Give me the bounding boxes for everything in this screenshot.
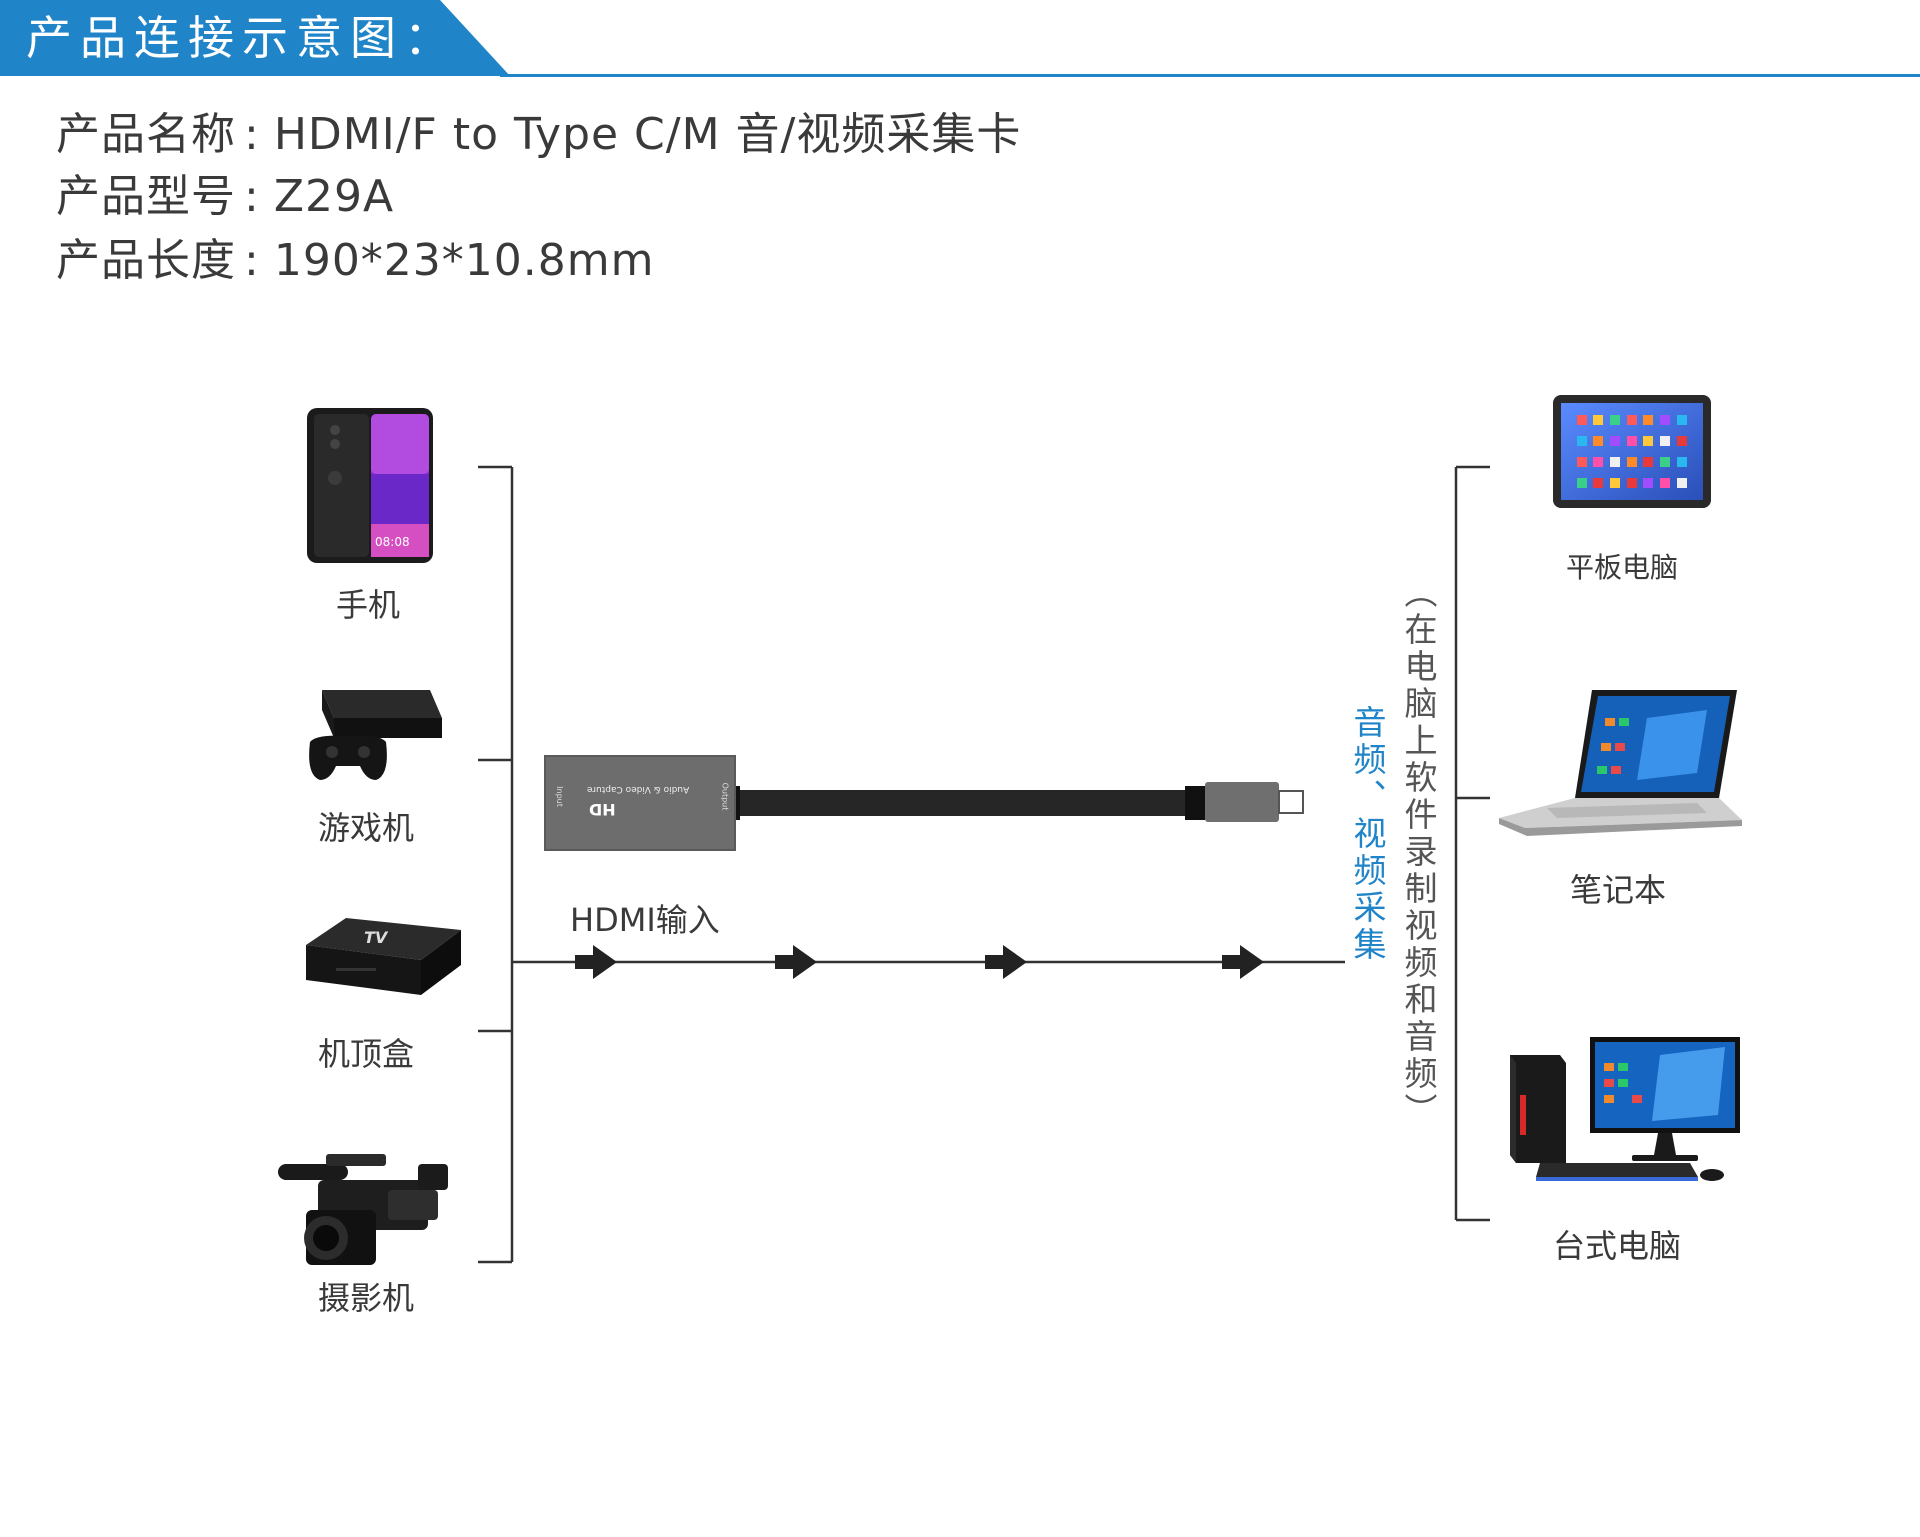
desktop-computer-icon bbox=[1510, 1037, 1740, 1181]
header-rule bbox=[500, 74, 1920, 77]
spec-label: 产品长度 bbox=[56, 235, 236, 286]
spec-model: 产品型号:Z29A bbox=[56, 171, 395, 222]
spec-label: 产品型号 bbox=[56, 171, 236, 222]
game-console-icon bbox=[309, 690, 442, 780]
smartphone-icon: 08:08 bbox=[307, 408, 433, 563]
spec-label: 产品名称 bbox=[56, 109, 236, 160]
signal-arrow bbox=[575, 945, 617, 979]
capture-card-labels: HD Audio & Video Capture Input Output bbox=[545, 756, 735, 850]
spec-value: Z29A bbox=[273, 171, 395, 222]
video-camera-icon bbox=[278, 1154, 448, 1265]
set-top-box-icon: TV bbox=[306, 918, 461, 995]
spec-value: HDMI/F to Type C/M 音/视频采集卡 bbox=[273, 109, 1022, 160]
signal-arrow bbox=[775, 945, 817, 979]
capture-card-output-port: Output bbox=[720, 782, 730, 811]
spec-value: 190*23*10.8mm bbox=[273, 235, 655, 286]
signal-arrow bbox=[985, 945, 1027, 979]
target-label-desktop: 台式电脑 bbox=[1553, 1227, 1682, 1265]
header-banner bbox=[0, 0, 510, 76]
capture-text: 音频、视频采集 bbox=[1348, 705, 1387, 964]
capture-card-brand: HD bbox=[589, 800, 616, 819]
svg-text:08:08: 08:08 bbox=[375, 535, 410, 549]
hdmi-input-label: HDMI输入 bbox=[570, 901, 720, 939]
tablet-icon bbox=[1553, 395, 1711, 508]
target-label-tablet: 平板电脑 bbox=[1566, 551, 1679, 584]
page-title: 产品连接示意图： bbox=[26, 11, 458, 65]
capture-card-name: Audio & Video Capture bbox=[587, 784, 690, 794]
capture-card bbox=[544, 755, 1304, 851]
spec-product-name: 产品名称:HDMI/F to Type C/M 音/视频采集卡 bbox=[56, 109, 1022, 160]
spec-length: 产品长度:190*23*10.8mm bbox=[56, 235, 655, 286]
source-label-console: 游戏机 bbox=[318, 809, 415, 847]
target-label-laptop: 笔记本 bbox=[1570, 871, 1667, 909]
laptop-icon bbox=[1499, 690, 1742, 836]
software-note: （在电脑上软件录制视频和音频） bbox=[1399, 575, 1438, 1130]
signal-arrow bbox=[1222, 945, 1264, 979]
source-label-settop: 机顶盒 bbox=[318, 1035, 415, 1073]
svg-text:TV: TV bbox=[364, 928, 389, 947]
source-label-phone: 手机 bbox=[336, 586, 401, 624]
source-label-camera: 摄影机 bbox=[318, 1279, 415, 1317]
capture-card-input-port: Input bbox=[554, 786, 564, 807]
